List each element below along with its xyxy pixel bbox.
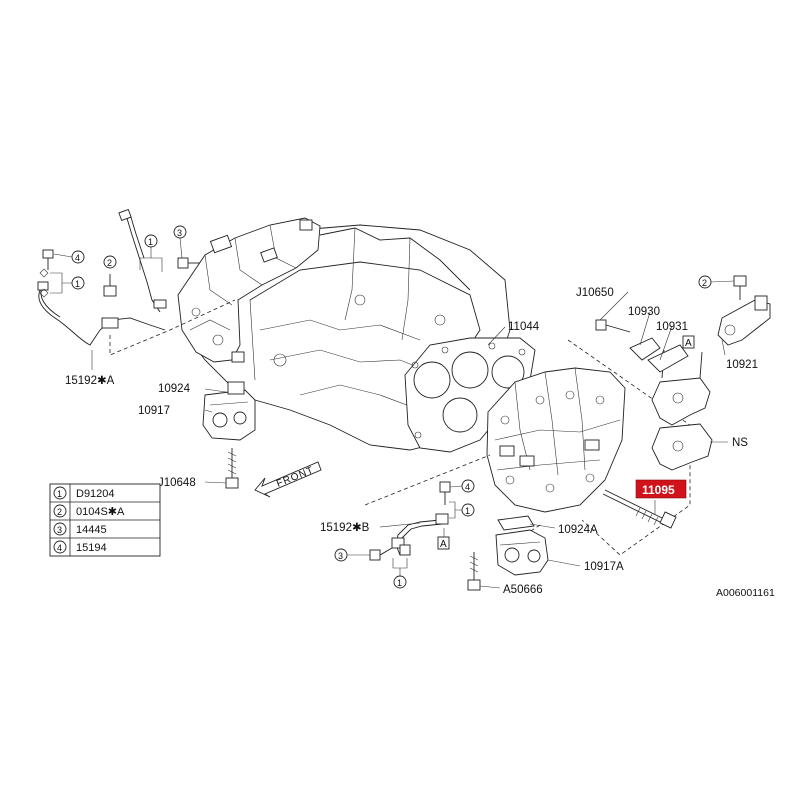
callout-3-upper: 3 [173, 225, 187, 259]
callout-3-lower: 3 [334, 548, 370, 562]
oil-pipe-15192-b [391, 513, 449, 556]
gasket-10930 [629, 337, 661, 361]
assembly-outline-left [109, 299, 236, 356]
bolt-j10650 [595, 319, 631, 333]
label-15192-a: 15192✱A [65, 375, 115, 387]
bolt-3-lower [369, 547, 393, 561]
bolt-4-left [42, 249, 54, 270]
svg-text:14445: 14445 [76, 524, 107, 536]
svg-text:2: 2 [107, 258, 112, 268]
svg-text:4: 4 [75, 253, 80, 263]
svg-text:3: 3 [338, 551, 343, 561]
front-label: FRONT [275, 465, 316, 490]
bolt-a50666 [467, 552, 481, 591]
bolt-2-right [733, 275, 747, 300]
camshaft-cap-ns [651, 349, 713, 471]
callout-1-upper: 1 [139, 234, 163, 272]
callout-1-lower-right: 1 [449, 501, 475, 519]
svg-text:A: A [685, 338, 692, 349]
oil-control-valve-10917a [495, 529, 549, 576]
label-10931: 10931 [656, 321, 688, 333]
front-arrow: FRONT [254, 461, 322, 498]
oil-control-valve-10917 [202, 381, 256, 441]
gasket-10924a [497, 515, 535, 531]
label-10917a: 10917A [584, 561, 624, 573]
assembly-outline-right [567, 339, 691, 556]
svg-text:2: 2 [57, 507, 62, 517]
figure-ref: A006001161 [716, 587, 775, 599]
svg-text:4: 4 [57, 543, 62, 553]
oil-control-valve-10921 [717, 295, 771, 346]
label-j10648: J10648 [158, 477, 196, 489]
legend-table: 1 D91204 2 0104S✱A 3 14445 4 15194 [49, 483, 161, 557]
legend-row: 1 D91204 [53, 486, 115, 500]
leader-lines [91, 291, 728, 589]
plate-10931 [647, 344, 689, 373]
bolt-j10648 [225, 448, 239, 489]
svg-text:A: A [440, 539, 447, 550]
assembly-outline-lower [364, 454, 491, 506]
svg-text:1: 1 [465, 506, 470, 516]
svg-text:4: 4 [465, 482, 470, 492]
label-j10650: J10650 [576, 287, 614, 299]
callout-1-left: 1 [39, 268, 85, 298]
svg-text:15194: 15194 [76, 542, 107, 554]
callout-4-lower: 4 [449, 479, 475, 493]
svg-text:3: 3 [57, 525, 62, 535]
svg-text:0104S✱A: 0104S✱A [76, 506, 125, 518]
left-cylinder-head [177, 217, 321, 363]
highlight-box [635, 479, 687, 499]
svg-text:2: 2 [702, 278, 707, 288]
svg-text:D91204: D91204 [76, 488, 115, 500]
bolt-2-left [103, 274, 117, 297]
label-11044: 11044 [508, 321, 540, 333]
bolt-11095 [602, 489, 677, 529]
right-cylinder-head [486, 367, 626, 513]
label-10924: 10924 [158, 383, 191, 395]
label-10917: 10917 [138, 405, 170, 417]
bolt-5-lower [439, 481, 451, 505]
ref-marker-a-right: A [682, 335, 695, 349]
oil-pipe-15192-a [37, 208, 167, 346]
highlight-label-11095[interactable]: 11095 [635, 479, 687, 499]
ref-marker-a-lower: A [437, 528, 450, 550]
label-10921: 10921 [726, 359, 758, 371]
label-15192-b: 15192✱B [320, 522, 370, 534]
legend-row: 4 15194 [53, 540, 107, 554]
svg-text:1: 1 [75, 279, 80, 289]
legend-row: 2 0104S✱A [53, 504, 125, 518]
label-10924a: 10924A [558, 524, 598, 536]
callout-2-left: 2 [103, 255, 117, 269]
svg-text:1: 1 [57, 489, 62, 499]
callout-1-lower: 1 [392, 558, 408, 589]
label-10930: 10930 [628, 306, 660, 318]
svg-text:1: 1 [397, 578, 402, 588]
legend-row: 3 14445 [53, 522, 107, 536]
label-a50666: A50666 [503, 584, 543, 596]
bolt-3-left [177, 257, 200, 269]
callout-4-left: 4 [53, 250, 85, 264]
highlight-part-number: 11095 [642, 483, 675, 497]
svg-text:3: 3 [177, 228, 182, 238]
svg-text:1: 1 [148, 237, 153, 247]
callout-2-right: 2 [698, 275, 735, 289]
label-ns: NS [732, 437, 748, 449]
